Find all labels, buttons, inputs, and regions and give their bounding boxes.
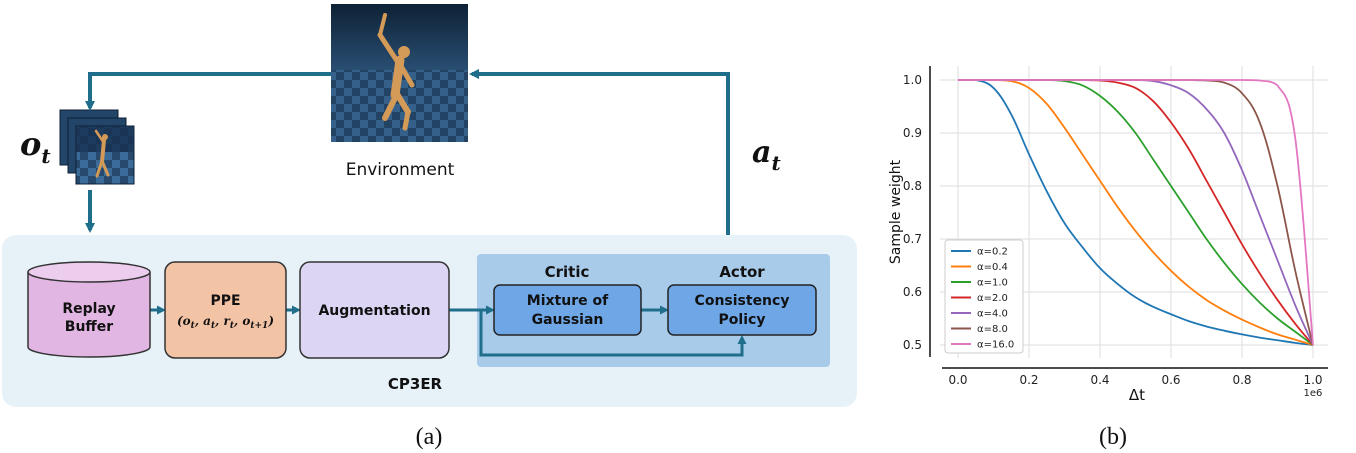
series-line-0 [957,79,1314,346]
y-tick-label: 0.5 [903,338,922,352]
y-tick-label: 0.8 [903,179,922,193]
x-tick-label: 0.8 [1232,373,1251,387]
x-axis-label: Δt [1129,386,1145,404]
y-tick-label: 0.7 [903,232,922,246]
observation-symbol: ot [20,125,51,168]
augmentation-label: Augmentation [318,303,430,319]
legend-entry: α=1.0 [977,278,1008,289]
ppe-tuple: (ot, at, rt, ot+1) [177,314,274,331]
action-symbol: at [752,135,781,175]
x-tick-label: 1.0 [1303,373,1322,387]
ppe-box: PPE (ot, at, rt, ot+1) [164,261,287,359]
caption-b: (b) [1099,424,1127,450]
cp-label-line2: Policy [719,312,766,328]
y-axis-label: Sample weight [888,159,904,264]
cp-label-line1: Consistency [695,293,790,309]
observation-frames [59,109,135,185]
augmentation-box: Augmentation [299,261,450,359]
humanoid-figure [377,13,415,131]
critic-label: Critic [545,263,590,281]
y-tick-label: 0.6 [903,285,922,299]
chart-series [957,79,1314,346]
x-tick-label: 0.2 [1019,373,1038,387]
replay-label-line2: Buffer [65,319,113,335]
series-line-6 [957,79,1314,346]
y-tick-label: 0.9 [903,126,922,140]
x-scale-label: 1e6 [1304,388,1323,399]
actor-label: Actor [719,263,765,281]
mog-label-line1: Mixture of [527,293,609,309]
internal-arrows [150,305,747,357]
legend-entry: α=16.0 [977,340,1014,351]
legend-entry: α=0.4 [977,262,1008,273]
y-tick-label: 1.0 [903,73,922,87]
x-tick-label: 0.0 [948,373,967,387]
system-label: CP3ER [388,375,443,393]
caption-a: (a) [416,424,443,450]
environment-image [331,4,468,142]
y-tick-labels: 0.5 0.6 0.7 0.8 0.9 1.0 [903,73,922,352]
x-tick-label: 0.6 [1161,373,1180,387]
flow-arrows [85,69,730,235]
legend-entry: α=4.0 [977,309,1008,320]
ppe-label: PPE [210,293,240,309]
arrow-action-to-env [469,69,730,235]
mixture-of-gaussian-box: Mixture of Gaussian [493,284,642,336]
arrow-env-to-obs [85,72,331,111]
x-tick-label: 0.4 [1090,373,1109,387]
legend-entry: α=2.0 [977,293,1008,304]
chart-panel-b: 0.5 0.6 0.7 0.8 0.9 1.0 0.0 0.2 0.4 0.6 0.8 1.0 Sa… [888,66,1328,450]
legend-entry: α=0.2 [977,247,1008,258]
chart-legend: α=0.2 α=0.4 α=1.0 α=2.0 α=4.0 α=8.0 α=16.0 [944,239,1024,354]
mog-label-line2: Gaussian [532,312,604,328]
x-tick-labels: 0.0 0.2 0.4 0.6 0.8 1.0 [948,373,1322,387]
chart-axes [929,66,1328,369]
series-line-1 [957,79,1314,346]
environment-label: Environment [346,160,455,180]
consistency-policy-box: Consistency Policy [667,284,817,336]
replay-buffer: Replay Buffer [27,261,151,358]
replay-label-line1: Replay [62,301,115,317]
diagram-panel-a: Environment ot at [2,4,857,450]
legend-entry: α=8.0 [977,324,1008,335]
legend-box [944,239,1024,354]
